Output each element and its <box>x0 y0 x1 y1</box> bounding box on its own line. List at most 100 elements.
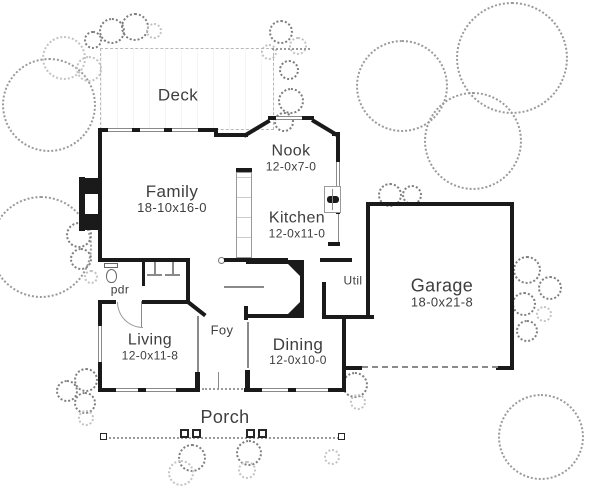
shrub-icon <box>274 112 294 132</box>
shrub-icon <box>261 44 277 60</box>
room-label-util: Util <box>343 273 363 288</box>
porch-edge-line <box>102 437 342 439</box>
window <box>140 128 164 132</box>
opening-kitchen-east <box>338 214 339 242</box>
wall-family-west <box>98 128 102 262</box>
wall-garage-front-stub <box>496 366 514 370</box>
room-label-nook: Nook 12-0x7-0 <box>266 142 317 173</box>
shrub-icon <box>536 306 552 322</box>
wall-jamb <box>195 372 200 390</box>
porch-post <box>192 429 201 438</box>
porch-post <box>246 429 255 438</box>
room-label-dining: Dining 12-0x10-0 <box>269 335 327 367</box>
room-dims: 18-10x16-0 <box>137 200 207 216</box>
wall-jog <box>214 128 218 137</box>
room-label-living: Living 12-0x11-8 <box>122 331 179 362</box>
shrub-icon <box>238 461 256 479</box>
wall-dining-east <box>342 315 346 392</box>
window <box>276 116 302 120</box>
room-name: Dining <box>272 334 324 354</box>
opening-foyer-living <box>197 316 199 372</box>
wall-garage-east <box>510 202 514 370</box>
wall-jamb <box>244 306 248 320</box>
shrub-icon <box>84 31 102 49</box>
wall-nook-southwest <box>214 133 248 137</box>
stair-shelf-line <box>224 286 264 288</box>
room-name: pdr <box>110 282 130 297</box>
shrub-icon <box>278 88 304 114</box>
wall-stair-east <box>300 260 304 318</box>
tree-icon <box>356 40 448 132</box>
wall-stair-south <box>246 314 304 318</box>
deck-edge-line <box>272 48 310 50</box>
shrub-icon <box>324 449 340 465</box>
window <box>98 326 102 362</box>
room-dims: 12-0x7-0 <box>265 159 317 174</box>
closet-rod <box>172 262 174 275</box>
wall-nook-east <box>336 134 340 162</box>
room-label-pdr: pdr <box>110 282 130 297</box>
room-dims: 12-0x10-0 <box>269 352 327 367</box>
shrub-icon <box>78 410 94 426</box>
kitchen-counter <box>236 172 252 258</box>
wall-living-corner-diagonal <box>186 300 207 318</box>
window <box>116 388 138 392</box>
shrub-icon <box>56 380 78 402</box>
room-label-kitchen: Kitchen 12-0x11-0 <box>269 209 326 240</box>
fireplace-side <box>84 214 100 230</box>
shrub-icon <box>538 276 562 300</box>
room-name: Util <box>343 273 363 288</box>
porch-post <box>100 433 107 440</box>
shrub-icon <box>269 20 293 44</box>
wall-closet-east <box>186 258 190 304</box>
porch-post <box>338 433 345 440</box>
door-leaf <box>141 301 142 327</box>
wall-util-east <box>366 202 370 319</box>
window <box>172 128 198 132</box>
room-name: Living <box>127 331 173 349</box>
shrub-icon <box>512 292 536 316</box>
entry-threshold <box>202 388 246 390</box>
room-name: Family <box>145 182 199 202</box>
window <box>108 128 132 132</box>
door-swing-arc <box>117 302 143 328</box>
toilet-icon <box>104 263 118 268</box>
wall-util-south <box>322 315 374 319</box>
room-name: Nook <box>271 142 311 160</box>
wall-jamb <box>245 370 250 390</box>
window <box>262 388 288 392</box>
shrub-icon <box>279 60 299 80</box>
shrub-icon <box>378 183 402 207</box>
wall-util-west <box>322 282 326 319</box>
room-label-deck: Deck <box>158 85 198 104</box>
fireplace-back <box>79 177 85 231</box>
wall-living-north <box>98 300 116 304</box>
tree-icon <box>0 196 92 298</box>
wall-jamb <box>328 242 340 246</box>
closet-rod <box>165 274 180 276</box>
wall-garage-north <box>366 202 514 206</box>
shrub-icon <box>513 256 541 284</box>
window <box>296 388 328 392</box>
garage-door-line <box>362 366 498 368</box>
wall-dining-south <box>244 388 346 392</box>
room-name: Porch <box>200 406 250 427</box>
wall-garage-front-stub <box>342 366 362 370</box>
porch-post <box>180 429 189 438</box>
wall-closet-divider <box>142 258 145 286</box>
room-dims: 12-0x11-0 <box>268 226 326 241</box>
room-name: Deck <box>157 85 199 105</box>
room-name: Kitchen <box>268 209 326 227</box>
shrub-icon <box>84 270 98 284</box>
toilet-icon <box>106 269 117 283</box>
shrub-icon <box>146 23 162 39</box>
fireplace-side <box>84 178 100 194</box>
room-label-family: Family 18-10x16-0 <box>137 182 207 216</box>
tree-icon <box>424 92 522 190</box>
shrub-icon <box>121 13 149 41</box>
closet-rod <box>154 262 156 275</box>
shrub-icon <box>289 37 307 55</box>
room-label-porch: Porch <box>200 407 249 427</box>
wall-util-north <box>320 258 352 262</box>
